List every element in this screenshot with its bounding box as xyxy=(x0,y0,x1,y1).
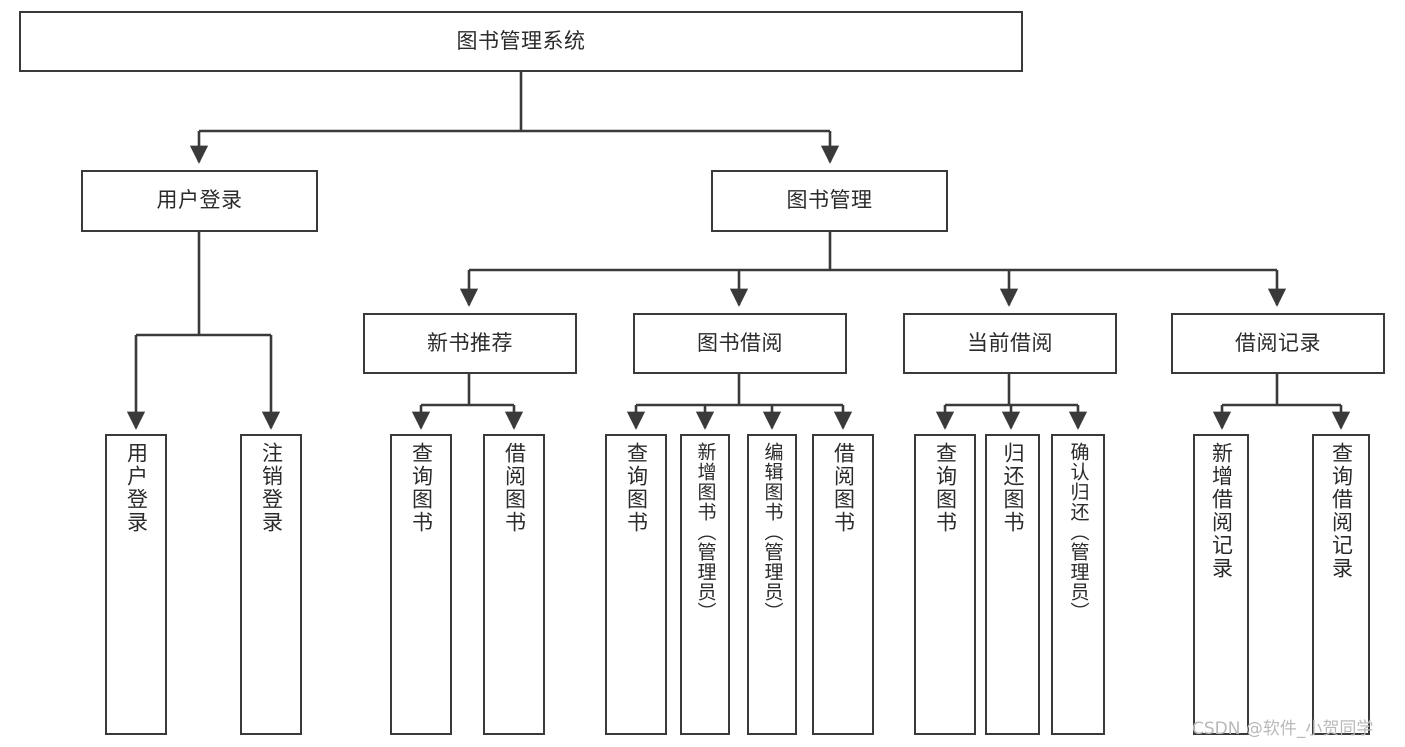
node-new-book-rec[interactable]: 新书推荐 xyxy=(363,313,577,374)
node-root-label: 图书管理系统 xyxy=(456,28,586,53)
node-borrow-record-label: 借阅记录 xyxy=(1235,330,1321,355)
node-leaf-query-book-2-label: 查询图书 xyxy=(624,442,649,534)
node-leaf-confirm-return[interactable]: 确认归还（管理员） xyxy=(1051,434,1105,735)
node-book-borrow[interactable]: 图书借阅 xyxy=(633,313,847,374)
node-leaf-borrow-book-2[interactable]: 借阅图书 xyxy=(812,434,874,735)
node-leaf-add-record-label: 新增借阅记录 xyxy=(1209,442,1234,580)
node-leaf-borrow-book-1-label: 借阅图书 xyxy=(502,442,527,534)
node-book-manage-label: 图书管理 xyxy=(786,188,873,213)
node-book-manage[interactable]: 图书管理 xyxy=(711,170,948,232)
node-leaf-query-book-1[interactable]: 查询图书 xyxy=(390,434,452,735)
node-leaf-edit-book[interactable]: 编辑图书（管理员） xyxy=(747,434,797,735)
node-leaf-confirm-return-label: 确认归还（管理员） xyxy=(1067,442,1090,622)
node-current-borrow[interactable]: 当前借阅 xyxy=(903,313,1117,374)
node-leaf-query-record[interactable]: 查询借阅记录 xyxy=(1312,434,1370,735)
node-leaf-add-book[interactable]: 新增图书（管理员） xyxy=(680,434,730,735)
node-leaf-query-book-1-label: 查询图书 xyxy=(409,442,434,534)
node-leaf-borrow-book-1[interactable]: 借阅图书 xyxy=(483,434,545,735)
node-borrow-record[interactable]: 借阅记录 xyxy=(1171,313,1385,374)
node-leaf-borrow-book-2-label: 借阅图书 xyxy=(831,442,856,534)
node-leaf-user-login-label: 用户登录 xyxy=(124,442,149,534)
node-root[interactable]: 图书管理系统 xyxy=(19,11,1023,72)
node-leaf-edit-book-label: 编辑图书（管理员） xyxy=(761,442,784,622)
node-leaf-logout-login-label: 注销登录 xyxy=(259,442,284,534)
node-current-borrow-label: 当前借阅 xyxy=(967,330,1053,355)
node-leaf-user-login[interactable]: 用户登录 xyxy=(105,434,167,735)
node-leaf-return-book-label: 归还图书 xyxy=(1001,442,1025,534)
node-leaf-return-book[interactable]: 归还图书 xyxy=(985,434,1040,735)
watermark: CSDN @软件_小贺同学 xyxy=(1192,719,1374,739)
node-user-login-label: 用户登录 xyxy=(156,188,243,213)
node-leaf-query-book-3[interactable]: 查询图书 xyxy=(914,434,976,735)
node-user-login[interactable]: 用户登录 xyxy=(81,170,318,232)
node-leaf-logout-login[interactable]: 注销登录 xyxy=(240,434,302,735)
node-leaf-add-record[interactable]: 新增借阅记录 xyxy=(1193,434,1249,735)
node-new-book-rec-label: 新书推荐 xyxy=(427,330,513,355)
node-leaf-query-book-2[interactable]: 查询图书 xyxy=(605,434,667,735)
node-leaf-query-book-3-label: 查询图书 xyxy=(933,442,958,534)
node-leaf-query-record-label: 查询借阅记录 xyxy=(1329,442,1354,580)
node-leaf-add-book-label: 新增图书（管理员） xyxy=(694,442,717,622)
node-book-borrow-label: 图书借阅 xyxy=(697,330,783,355)
